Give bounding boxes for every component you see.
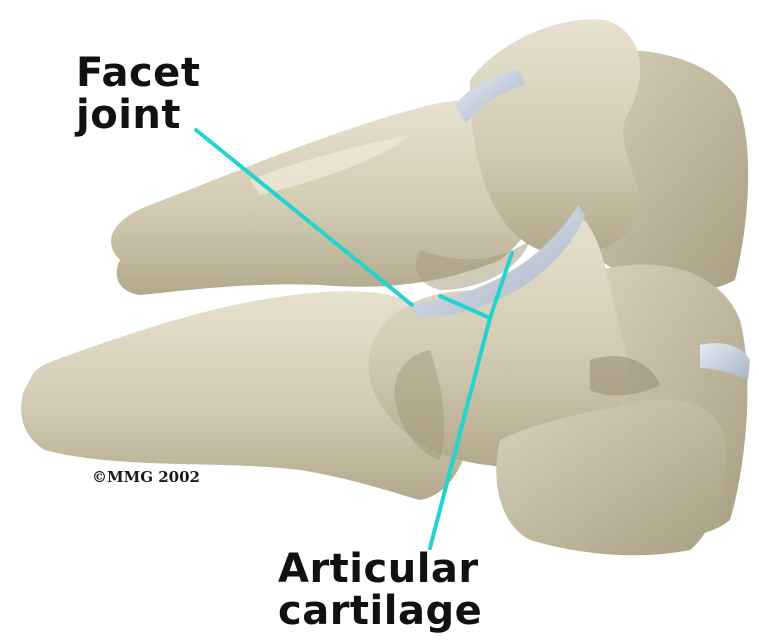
facet-joint-label: Facet joint xyxy=(76,52,200,136)
copyright-notice: ©MMG 2002 xyxy=(92,468,200,486)
articular-cartilage-label: Articular cartilage xyxy=(278,548,482,632)
